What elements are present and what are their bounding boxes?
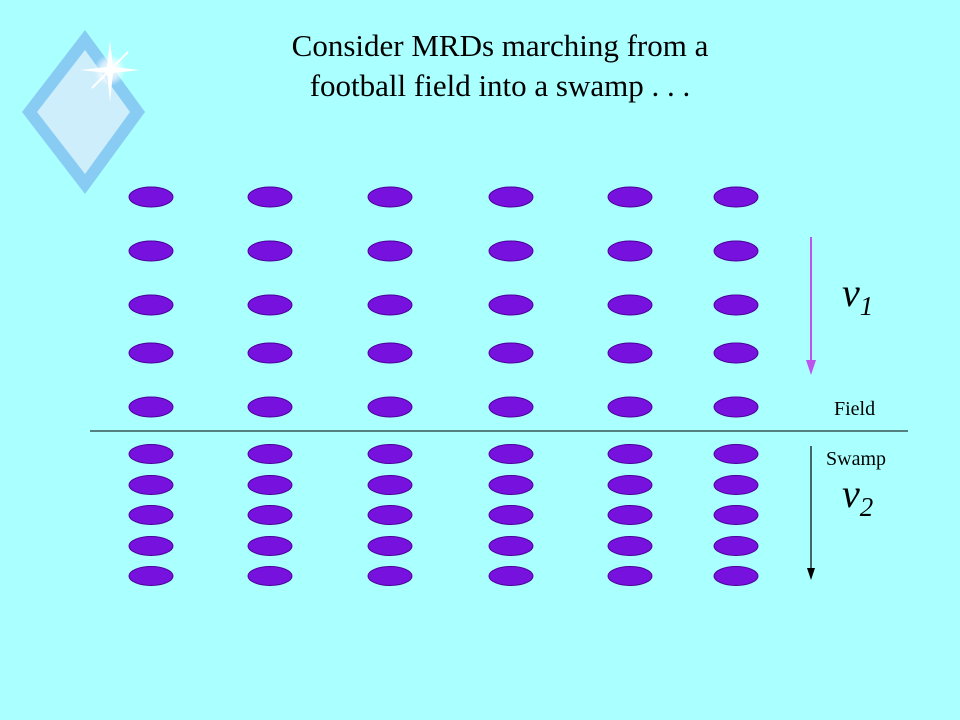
field-marcher-r2-c2 <box>247 240 293 262</box>
swamp-marcher-r2-c4 <box>488 475 534 495</box>
slide-title: Consider MRDs marching from a football f… <box>180 26 820 106</box>
swamp-marcher-r4-c1 <box>128 536 174 556</box>
field-marcher-r3-c2 <box>247 294 293 316</box>
swamp-marcher-r1-c3 <box>367 444 413 464</box>
field-marcher-r4-c3 <box>367 342 413 364</box>
v2-arrow <box>807 446 815 580</box>
marchers-group <box>128 186 759 586</box>
swamp-marcher-r5-c3 <box>367 566 413 586</box>
field-marcher-r1-c1 <box>128 186 174 208</box>
field-marcher-r4-c1 <box>128 342 174 364</box>
swamp-marcher-r1-c1 <box>128 444 174 464</box>
swamp-marcher-r3-c2 <box>247 505 293 525</box>
swamp-marcher-r4-c2 <box>247 536 293 556</box>
field-marcher-r1-c2 <box>247 186 293 208</box>
swamp-marcher-r5-c5 <box>607 566 653 586</box>
field-marcher-r4-c4 <box>488 342 534 364</box>
swamp-marcher-r5-c1 <box>128 566 174 586</box>
field-marcher-r2-c3 <box>367 240 413 262</box>
swamp-marcher-r2-c6 <box>713 475 759 495</box>
field-marcher-r1-c5 <box>607 186 653 208</box>
field-marcher-r3-c5 <box>607 294 653 316</box>
field-marcher-r5-c5 <box>607 396 653 418</box>
swamp-marcher-r4-c5 <box>607 536 653 556</box>
field-marcher-r3-c1 <box>128 294 174 316</box>
swamp-marcher-r1-c5 <box>607 444 653 464</box>
field-marcher-r4-c2 <box>247 342 293 364</box>
swamp-marcher-r4-c6 <box>713 536 759 556</box>
swamp-marcher-r4-c3 <box>367 536 413 556</box>
field-marcher-r5-c2 <box>247 396 293 418</box>
swamp-label: Swamp <box>826 448 886 470</box>
swamp-marcher-r1-c4 <box>488 444 534 464</box>
swamp-marcher-r3-c5 <box>607 505 653 525</box>
title-line-2: football field into a swamp . . . <box>309 68 691 103</box>
field-marcher-r4-c5 <box>607 342 653 364</box>
swamp-marcher-r4-c4 <box>488 536 534 556</box>
field-marcher-r2-c6 <box>713 240 759 262</box>
swamp-marcher-r5-c4 <box>488 566 534 586</box>
field-marcher-r5-c4 <box>488 396 534 418</box>
swamp-marcher-r3-c3 <box>367 505 413 525</box>
field-marcher-r1-c3 <box>367 186 413 208</box>
field-marcher-r5-c3 <box>367 396 413 418</box>
field-marcher-r2-c1 <box>128 240 174 262</box>
v2-label: v2 <box>842 471 873 522</box>
swamp-marcher-r2-c1 <box>128 475 174 495</box>
swamp-marcher-r3-c4 <box>488 505 534 525</box>
swamp-marcher-r2-c5 <box>607 475 653 495</box>
title-line-1: Consider MRDs marching from a <box>291 28 709 63</box>
swamp-marcher-r5-c6 <box>713 566 759 586</box>
field-marcher-r2-c4 <box>488 240 534 262</box>
swamp-marcher-r1-c2 <box>247 444 293 464</box>
field-marcher-r5-c6 <box>713 396 759 418</box>
field-marcher-r2-c5 <box>607 240 653 262</box>
swamp-marcher-r5-c2 <box>247 566 293 586</box>
field-marcher-r3-c6 <box>713 294 759 316</box>
swamp-marcher-r1-c6 <box>713 444 759 464</box>
v1-label: v1 <box>842 270 873 321</box>
swamp-marcher-r3-c1 <box>128 505 174 525</box>
v1-arrow <box>806 237 816 375</box>
diamond-sparkle-icon <box>22 30 145 194</box>
field-marcher-r4-c6 <box>713 342 759 364</box>
field-label: Field <box>834 398 875 420</box>
field-marcher-r3-c4 <box>488 294 534 316</box>
field-marcher-r1-c4 <box>488 186 534 208</box>
field-marcher-r3-c3 <box>367 294 413 316</box>
swamp-marcher-r3-c6 <box>713 505 759 525</box>
field-marcher-r1-c6 <box>713 186 759 208</box>
swamp-marcher-r2-c3 <box>367 475 413 495</box>
field-marcher-r5-c1 <box>128 396 174 418</box>
swamp-marcher-r2-c2 <box>247 475 293 495</box>
